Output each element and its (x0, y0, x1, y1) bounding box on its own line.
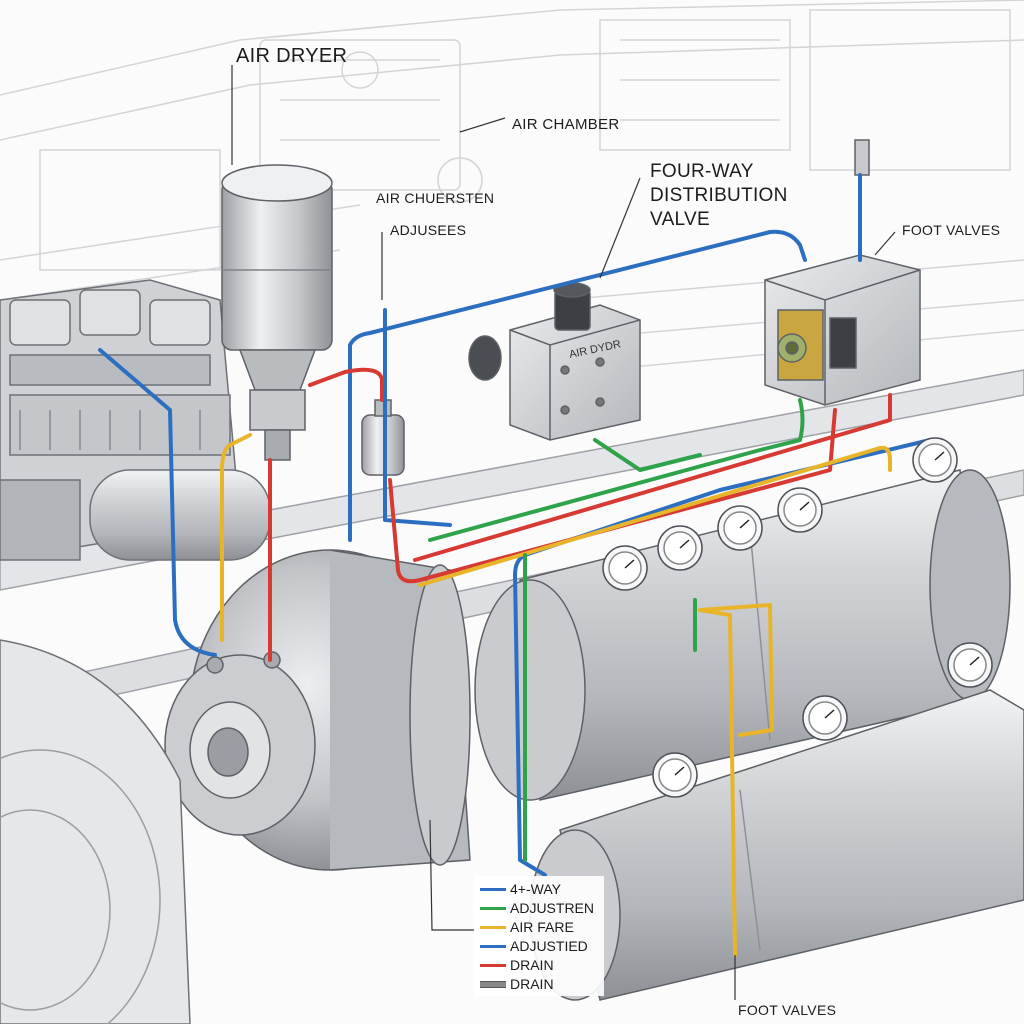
leader-lines (231, 65, 896, 1000)
label-adjusees: ADJUSEES (390, 222, 467, 238)
legend-label: DRAIN (510, 957, 554, 973)
label-air-chamber: AIR CHAMBER (512, 116, 620, 133)
label-foot-valves-bottom: FOOT VALVES (738, 1002, 837, 1018)
yellow-line-main (220, 433, 252, 642)
label-air-dryer: AIR DRYER (236, 45, 348, 67)
air-lines (98, 173, 932, 957)
legend-swatch (480, 980, 506, 988)
label-four-way-line-1: FOUR-WAY (650, 161, 754, 182)
green-line-main (428, 398, 805, 542)
legend-label: ADJUSTREN (510, 900, 595, 916)
label-foot-valves-top: FOOT VALVES (902, 222, 1001, 238)
gauge (657, 525, 703, 571)
legend-label: AIR FARE (510, 919, 574, 935)
brake-drum (164, 549, 471, 871)
legend-item: DRAIN (480, 956, 554, 974)
legend-item: 4+-WAY (480, 880, 561, 898)
legend-item: AIR FARE (480, 918, 574, 936)
blue-line-engine (98, 348, 217, 657)
blue-line-main (348, 173, 862, 542)
legend-swatch (480, 944, 506, 948)
legend-label: DRAIN (510, 976, 554, 992)
four-way-valve-body (468, 282, 641, 441)
legend: 4+-WAY ADJUSTREN AIR FARE ADJUSTIED DRAI… (474, 876, 604, 996)
gauge (947, 642, 993, 688)
engine-block (0, 279, 271, 561)
gauge (777, 487, 823, 533)
gauge (912, 437, 958, 483)
yellow-line-cross (418, 445, 892, 587)
yellow-line-tank (698, 603, 774, 957)
green-line-tank (523, 553, 697, 862)
air-dryer-canister (221, 164, 333, 461)
legend-item: ADJUSTIED (480, 937, 588, 955)
blue-line-lower (383, 308, 452, 527)
gauge (717, 505, 763, 551)
wheel-left (0, 639, 191, 1024)
legend-label: 4+-WAY (510, 881, 561, 897)
label-four-way-distribution-valve: FOUR-WAY DISTRIBUTION VALVE (650, 160, 788, 232)
legend-swatch (480, 963, 506, 967)
legend-label: ADJUSTIED (510, 938, 588, 954)
gauge (602, 545, 648, 591)
label-four-way-line-3: VALVE (650, 209, 710, 230)
legend-item: DRAIN (480, 975, 554, 993)
pressure-gauges (602, 437, 993, 798)
legend-swatch (480, 906, 506, 910)
gauge (652, 752, 698, 798)
legend-item: ADJUSTREN (480, 899, 594, 917)
red-line-2 (413, 393, 892, 562)
label-four-way-line-2: DISTRIBUTION (650, 185, 788, 206)
red-line-main (268, 367, 837, 662)
gauge (802, 695, 848, 741)
foot-valve-body (764, 139, 921, 406)
legend-swatch (480, 925, 506, 929)
label-air-chuersten: AIR CHUERSTEN (376, 190, 495, 206)
legend-swatch (480, 887, 506, 891)
